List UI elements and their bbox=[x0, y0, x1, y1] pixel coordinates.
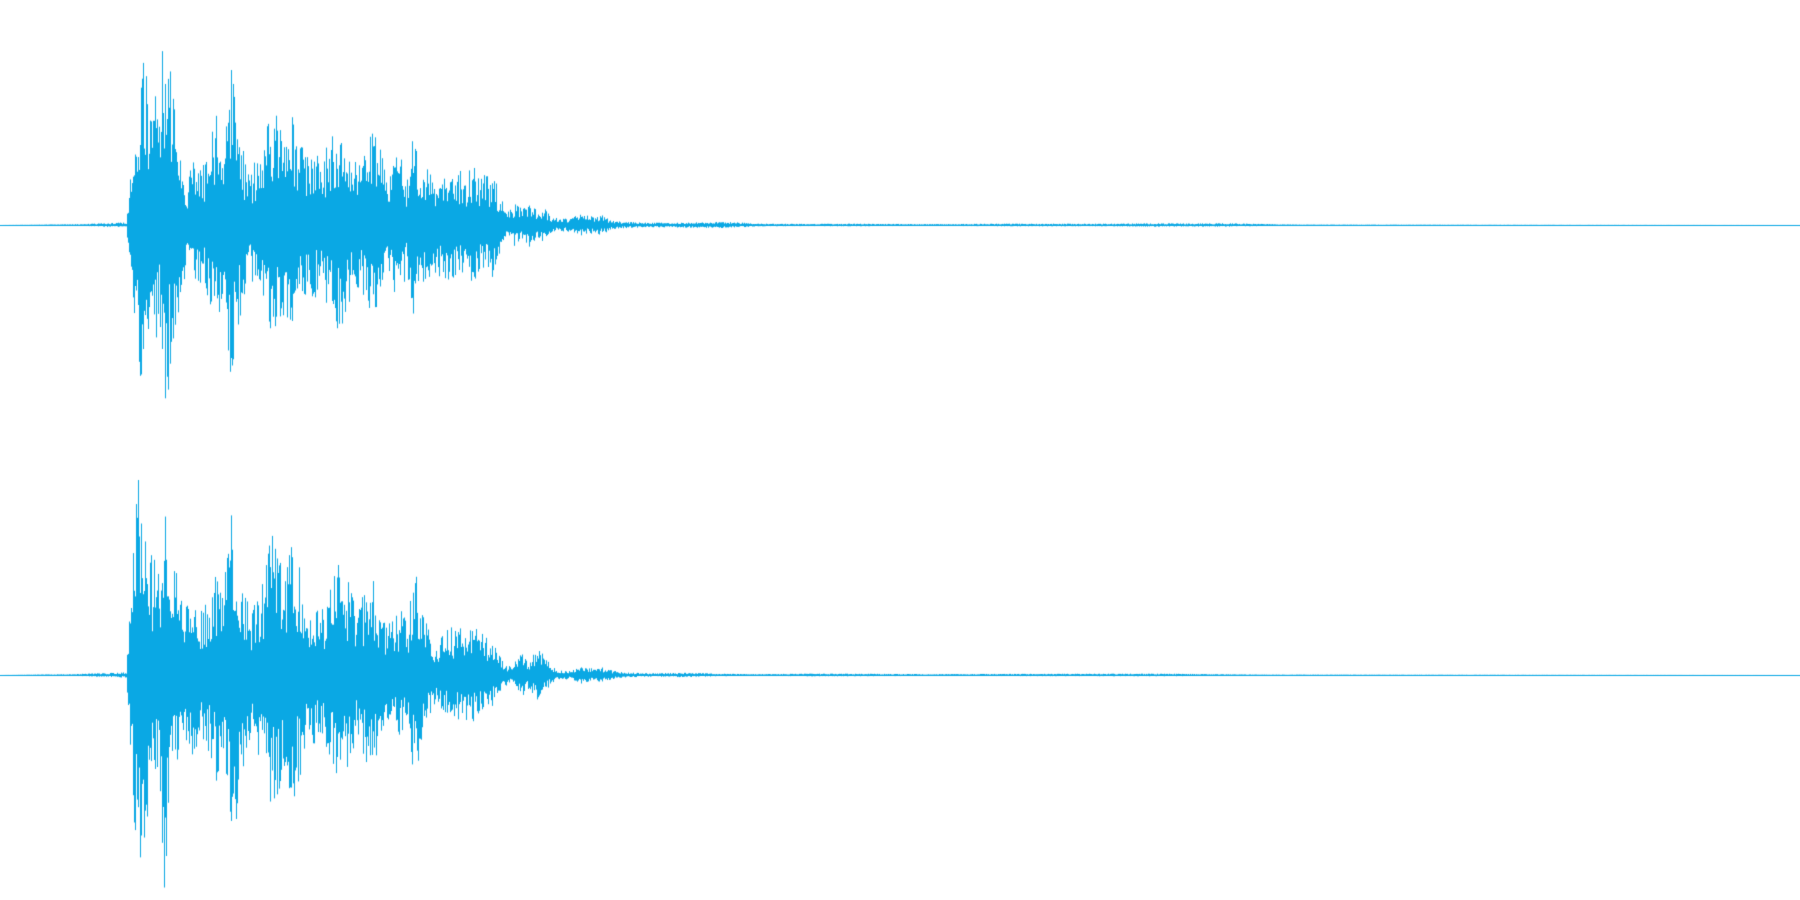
waveform-view[interactable] bbox=[0, 0, 1800, 900]
